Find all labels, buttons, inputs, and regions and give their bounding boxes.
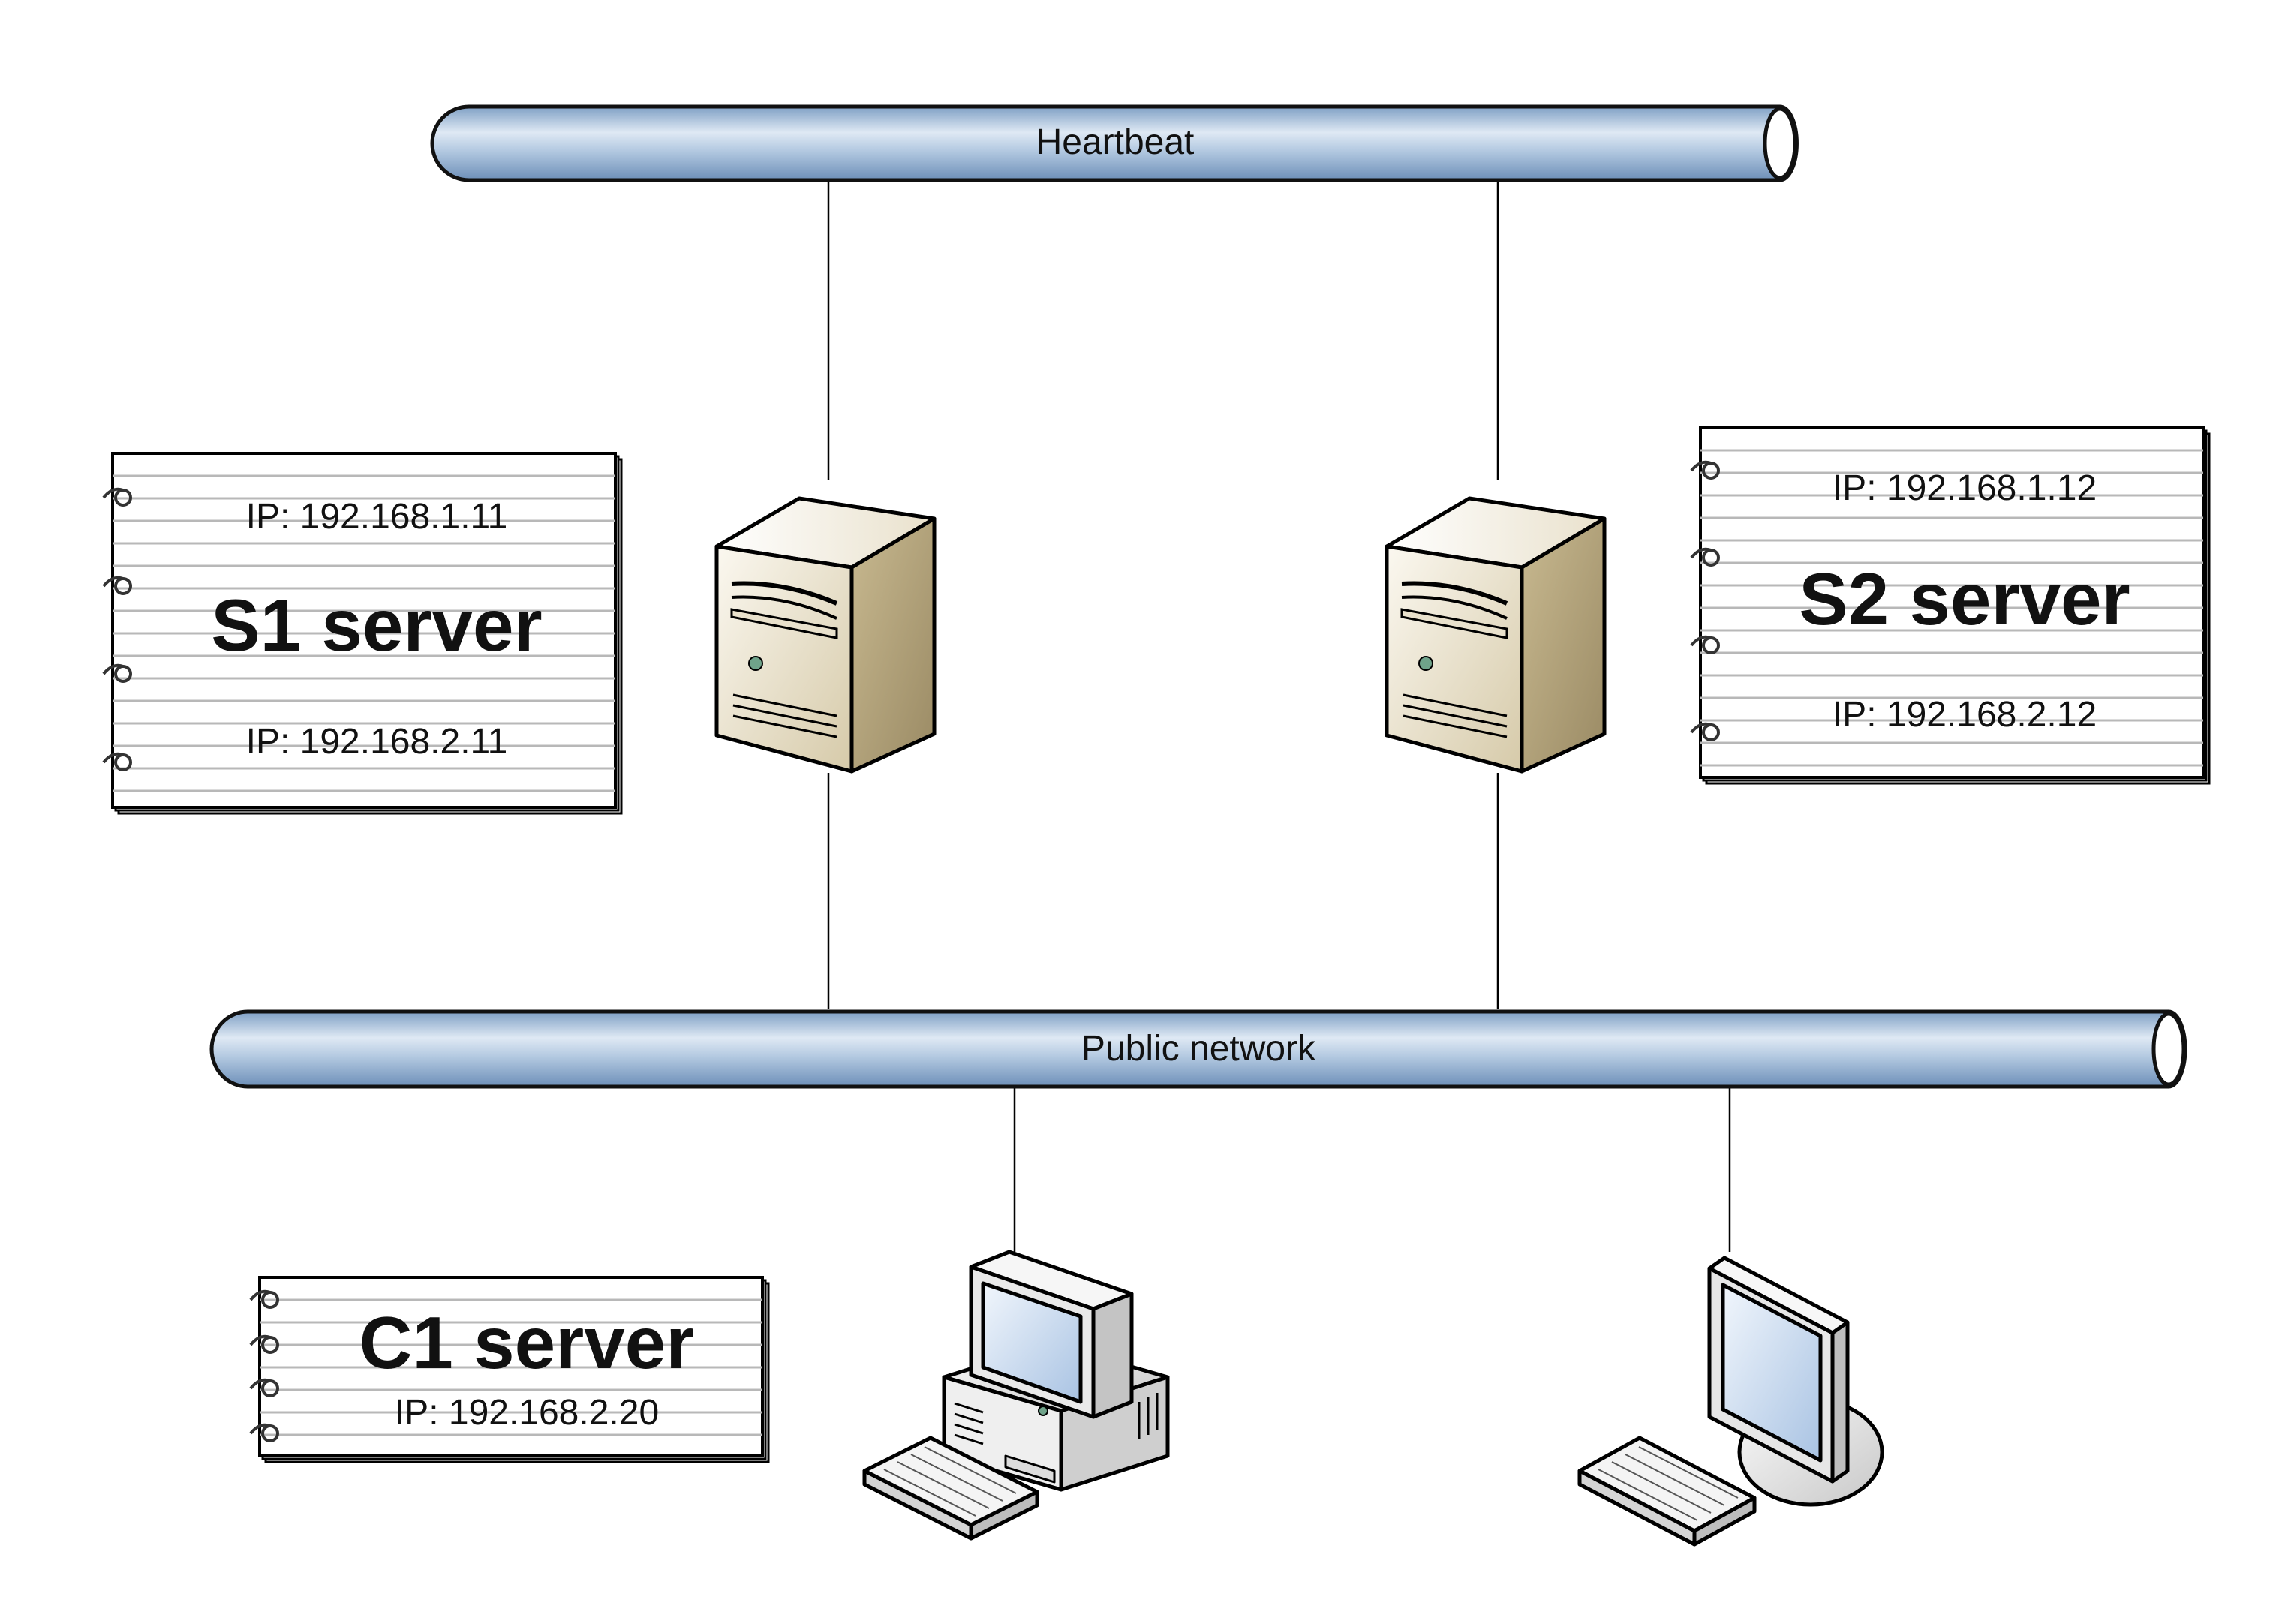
spiral-rings [102, 487, 132, 771]
lcd-monitor-keyboard-icon[interactable] [1577, 1256, 1884, 1547]
heartbeat-network-pipe: Heartbeat [430, 104, 1799, 182]
c1-title: C1 server [359, 1301, 695, 1384]
s2-ip2: IP: 192.168.2.12 [1833, 695, 2097, 735]
server-tower-icon[interactable] [714, 496, 937, 774]
note-ruling [1700, 449, 2203, 767]
s1-ip1: IP: 192.168.1.11 [246, 497, 508, 537]
public-network-label: Public network [1081, 1029, 1316, 1069]
s2-ip1: IP: 192.168.1.12 [1833, 468, 2097, 508]
c1-server-note: C1 server IP: 192.168.2.20 [249, 1276, 770, 1463]
note-ruling [260, 1298, 762, 1436]
desktop-computer-icon[interactable] [862, 1250, 1170, 1541]
s2-title: S2 server [1799, 558, 2130, 640]
heartbeat-label: Heartbeat [1036, 122, 1195, 162]
note-ruling [113, 474, 615, 792]
spiral-rings [1690, 460, 1720, 741]
spiral-rings [249, 1289, 279, 1442]
c1-ip: IP: 192.168.2.20 [395, 1393, 659, 1433]
server-tower-icon[interactable] [1385, 496, 1607, 774]
public-network-pipe: Public network [209, 1009, 2187, 1089]
s1-ip2: IP: 192.168.2.11 [246, 722, 508, 762]
s2-server-note: IP: 192.168.1.12 S2 server IP: 192.168.2… [1690, 426, 2211, 785]
s1-server-note: IP: 192.168.1.11 S1 server IP: 192.168.2… [102, 452, 623, 815]
s1-title: S1 server [211, 584, 542, 666]
connection-lines [827, 180, 1731, 1252]
